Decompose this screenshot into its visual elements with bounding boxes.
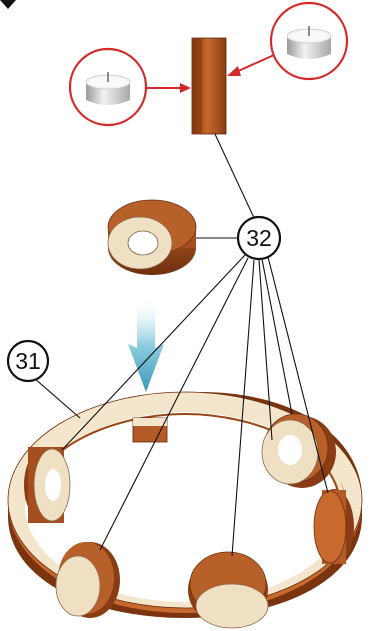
holder-ring-single [108,200,196,275]
down-arrow-icon [128,296,164,392]
callout-32: 32 [238,217,280,259]
holder-bottom-left [56,542,120,618]
callout-31: 31 [8,341,48,381]
holder-right-lower [314,489,354,565]
callout-32-label: 32 [246,225,272,251]
leader-line-31 [34,378,80,418]
holder-right-upper [262,414,336,488]
tealight-right-callout [227,3,347,79]
tealight-candle-icon [287,26,331,59]
corner-mark-icon [0,0,16,9]
arrow-head-icon [227,66,241,76]
tealight-left-callout [70,49,191,125]
holder-left [24,447,70,523]
holder-bottom-center [188,552,268,628]
arrow-head-icon [180,83,191,93]
callout-31-label: 31 [15,348,41,374]
tealight-candle-icon [86,72,130,105]
top-wood-block [192,38,226,134]
